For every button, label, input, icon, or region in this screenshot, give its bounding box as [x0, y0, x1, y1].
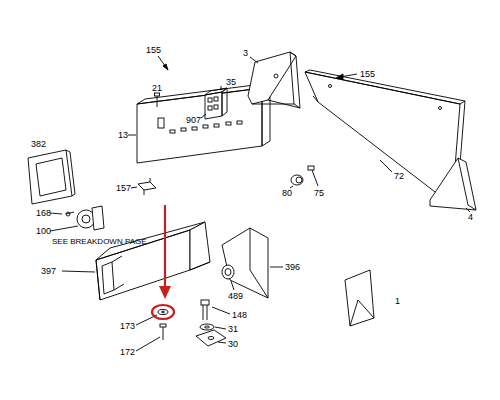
bracket: [222, 228, 283, 298]
callout-number: 148: [232, 311, 247, 320]
washer: [200, 324, 226, 330]
knob: [290, 175, 303, 188]
end-cap: [248, 52, 300, 108]
clip: [131, 178, 156, 195]
grommet: [222, 265, 234, 290]
callout-number: 35: [226, 78, 236, 87]
bolt: [201, 300, 230, 320]
callout-number: 155: [146, 46, 161, 55]
callout-number: 1: [395, 297, 400, 306]
screw: [136, 324, 166, 351]
callout-number: 21: [152, 84, 162, 93]
callout-number: 3: [243, 49, 248, 58]
callout-number: 172: [120, 348, 135, 357]
callout-number: 100: [36, 227, 51, 236]
callout-number: 80: [282, 189, 292, 198]
cover: [28, 150, 75, 204]
callout-number: 4: [468, 213, 473, 222]
callout-number: 30: [228, 340, 238, 349]
callout-number: 173: [120, 322, 135, 331]
screw: [155, 93, 160, 107]
callout-number: 907: [186, 116, 201, 125]
note-text: SEE BREAKDOWN PAGE: [52, 238, 147, 246]
callout-number: 155: [360, 70, 375, 79]
end-cap: [430, 158, 476, 212]
highlight-arrow: [152, 205, 174, 319]
duct: [62, 222, 210, 300]
timer-motor: [50, 206, 104, 231]
callout-number: 382: [31, 140, 46, 149]
callout-number: 31: [228, 325, 238, 334]
callout-number: 396: [285, 263, 300, 272]
sheet: [345, 270, 374, 326]
callout-number: 13: [118, 131, 128, 140]
callout-number: 72: [394, 172, 404, 181]
mount-plate: [196, 330, 226, 346]
callout-number: 75: [314, 189, 324, 198]
pin: [308, 166, 318, 186]
callout-number: 168: [36, 209, 51, 218]
callout-number: 397: [41, 267, 56, 276]
callout-number: 489: [228, 292, 243, 301]
switch-block: [201, 86, 227, 119]
callout-number: 157: [116, 184, 131, 193]
